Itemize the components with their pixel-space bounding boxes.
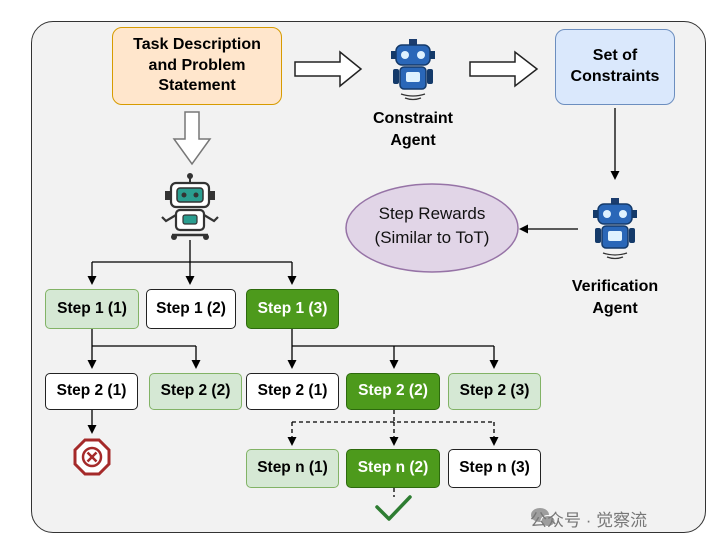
diagram-frame [31,21,706,533]
constraint-agent-label: Constraint Agent [373,110,453,149]
step-2-2-node-right: Step 2 (2) [346,373,440,410]
step-2-3-node-right: Step 2 (3) [448,373,541,410]
constraint-agent-robot-icon [390,38,436,101]
step-2-1-node-left: Step 2 (1) [45,373,138,410]
tree-edges-level2-left [87,329,201,369]
verification-agent-robot-icon [592,197,638,260]
watermark-text: 公众号 · 觉察流 [530,511,648,530]
task-line-1: Task Description [133,35,261,53]
hollow-arrow-task-down [172,111,212,166]
step-1-2-node: Step 1 (2) [146,289,236,329]
tree-edges-level-n [287,410,499,446]
reject-icon [73,438,111,476]
step-2-1-node-right: Step 2 (1) [246,373,339,410]
step-n-1-node: Step n (1) [246,449,339,488]
tree-edges-level1 [87,240,297,285]
constraints-line-1: Set of [592,47,638,65]
constraints-line-2: Constraints [570,68,660,85]
step-1-1-node: Step 1 (1) [45,289,139,329]
task-description-box: Task Description and Problem Statement [112,27,282,105]
task-line-3: Statement [158,77,236,95]
step-n-3-node: Step n (3) [448,449,541,488]
verification-agent-label: Verification Agent [571,278,659,317]
tree-edges-level2-right [287,329,499,369]
set-of-constraints-box: Set of Constraints [555,29,675,105]
wechat-icon [531,508,556,527]
step-rewards-text: Step Rewards (Similar to ToT) [374,204,490,247]
step-generator-robot-icon [160,171,220,242]
check-icon [375,495,412,521]
step-n-2-node: Step n (2) [346,449,440,488]
hollow-arrow-agent-to-constraints [469,50,539,88]
hollow-arrow-task-to-agent [294,50,363,88]
step-1-3-node: Step 1 (3) [246,289,339,329]
task-line-2: and Problem [148,56,246,74]
step-rewards-ellipse [345,183,519,273]
step-2-2-node-left: Step 2 (2) [149,373,242,410]
